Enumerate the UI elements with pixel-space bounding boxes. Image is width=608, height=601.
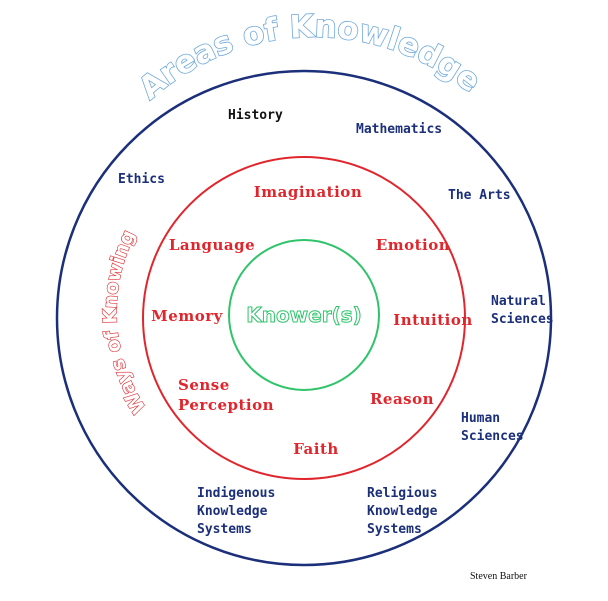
wok-intuition: Intuition [393,311,473,329]
wok-emotion: Emotion [376,236,450,254]
knower-label: Knower(s) [246,303,362,327]
wok-imagination: Imagination [254,183,362,201]
aok-history: History [228,108,283,123]
wok-faith: Faith [293,440,339,458]
inner-ring [228,239,380,391]
aok-the-arts: The Arts [448,188,511,203]
aok-mathematics: Mathematics [356,122,442,137]
outer-ring [55,69,553,567]
author-credit: Steven Barber [470,571,528,582]
wok-memory: Memory [151,307,223,325]
wok-reason: Reason [370,390,434,408]
aok-ethics: Ethics [118,172,165,187]
wok-language: Language [169,236,255,254]
middle-ring [142,156,466,480]
areas-of-knowledge-title: Areas of Knowledge [132,9,487,107]
